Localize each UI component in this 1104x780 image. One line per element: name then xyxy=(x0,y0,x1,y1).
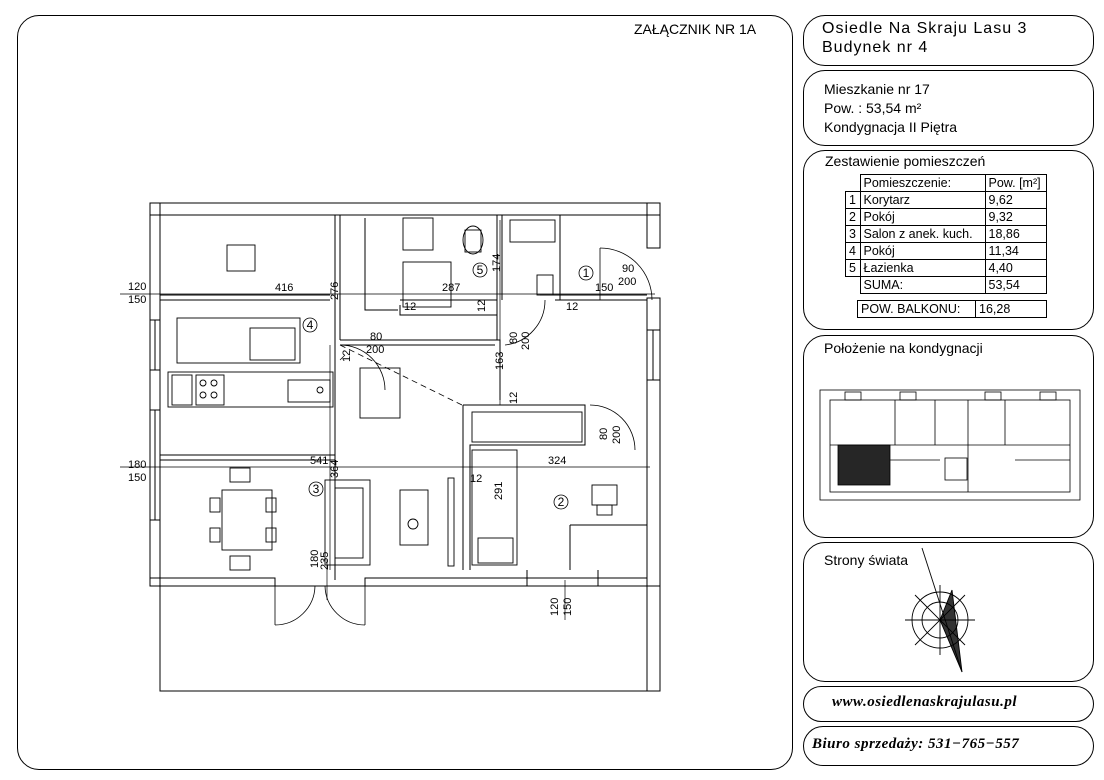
balcony-table: POW. BALKONU: 16,28 xyxy=(857,300,1047,318)
sales-office: Biuro sprzedaży: 531−765−557 xyxy=(812,736,1020,752)
furniture xyxy=(167,217,618,571)
dim-label: 12 xyxy=(341,350,353,362)
apartment-info: Mieszkanie nr 17 Pow. : 53,54 m² Kondygn… xyxy=(824,80,957,137)
rooms-box xyxy=(803,150,1094,330)
dim-label: 150 xyxy=(562,598,574,616)
dim-label: 174 xyxy=(491,254,503,272)
sum-value: 53,54 xyxy=(984,276,1047,294)
location-title: Położenie na kondygnacji xyxy=(824,340,983,356)
sum-label: SUMA: xyxy=(859,276,986,294)
apartment-area: Pow. : 53,54 m² xyxy=(824,100,922,116)
dim-label: 364 xyxy=(329,460,341,478)
dim-label: 12 xyxy=(566,301,578,313)
dim-label: 541 xyxy=(310,455,328,467)
apartment-number: Mieszkanie nr 17 xyxy=(824,81,930,97)
dim-label: 80 xyxy=(370,331,382,343)
dim-label: 235 xyxy=(319,552,331,570)
windows xyxy=(150,319,660,521)
dim-label: 120 xyxy=(549,598,561,616)
apartment-floor: Kondygnacja II Piętra xyxy=(824,119,958,135)
doors xyxy=(274,247,653,626)
room-number-2: 2 xyxy=(558,495,565,509)
dimension-labels: 416 276 287 174 150 12 12 12 12 12 120 1… xyxy=(128,254,636,616)
dim-label: 12 xyxy=(470,473,482,485)
dim-label: 90 xyxy=(622,263,634,275)
dim-label: 276 xyxy=(329,282,341,300)
attachment-label: ZAŁĄCZNIK NR 1A xyxy=(634,21,757,37)
dim-label: 120 xyxy=(128,281,146,293)
dim-label: 180 xyxy=(128,459,146,471)
dim-label: 150 xyxy=(128,472,146,484)
dim-label: 200 xyxy=(611,426,623,444)
dim-label: 200 xyxy=(366,344,384,356)
compass-rose-icon xyxy=(905,547,975,673)
dim-label: 80 xyxy=(598,428,610,440)
dim-label: 150 xyxy=(595,282,613,294)
dim-label: 150 xyxy=(128,294,146,306)
balcony-value: 16,28 xyxy=(975,300,1047,318)
compass-box xyxy=(803,542,1094,682)
dim-label: 324 xyxy=(548,455,566,467)
location-box xyxy=(803,335,1094,538)
website-box xyxy=(803,686,1094,722)
room-number-3: 3 xyxy=(313,482,320,496)
room-number-4: 4 xyxy=(307,318,314,332)
building-name: Budynek nr 4 xyxy=(822,39,929,56)
room-number-5: 5 xyxy=(477,263,484,277)
room-number-markers: 1 2 3 4 5 xyxy=(302,262,594,510)
room-number-1: 1 xyxy=(583,266,590,280)
dim-label: 200 xyxy=(618,276,636,288)
dim-label: 163 xyxy=(494,352,506,370)
balcony-label: POW. BALKONU: xyxy=(857,300,976,318)
rooms-title: Zestawienie pomieszczeń xyxy=(825,153,986,169)
apartment-box xyxy=(803,70,1094,146)
sales-box xyxy=(803,726,1094,766)
dimension-lines xyxy=(120,220,655,620)
dim-label: 12 xyxy=(404,301,416,313)
plan-frame xyxy=(17,15,793,770)
dim-label: 291 xyxy=(493,482,505,500)
website-link[interactable]: www.osiedlenaskrajulasu.pl xyxy=(832,694,1017,710)
estate-name: Osiedle Na Skraju Lasu 3 xyxy=(822,20,1028,37)
dim-label: 80 xyxy=(508,332,520,344)
location-key-plan xyxy=(819,389,1081,501)
compass-title: Strony świata xyxy=(824,552,909,568)
dim-label: 180 xyxy=(309,550,321,568)
header-name: Pomieszczenie: xyxy=(859,174,986,192)
estate-box xyxy=(803,15,1094,66)
dim-label: 287 xyxy=(442,282,460,294)
dim-label: 12 xyxy=(508,392,520,404)
dim-label: 416 xyxy=(275,282,293,294)
dim-label: 200 xyxy=(520,332,532,350)
sum-row: SUMA: 53,54 xyxy=(845,276,1047,294)
dim-label: 12 xyxy=(476,300,488,312)
